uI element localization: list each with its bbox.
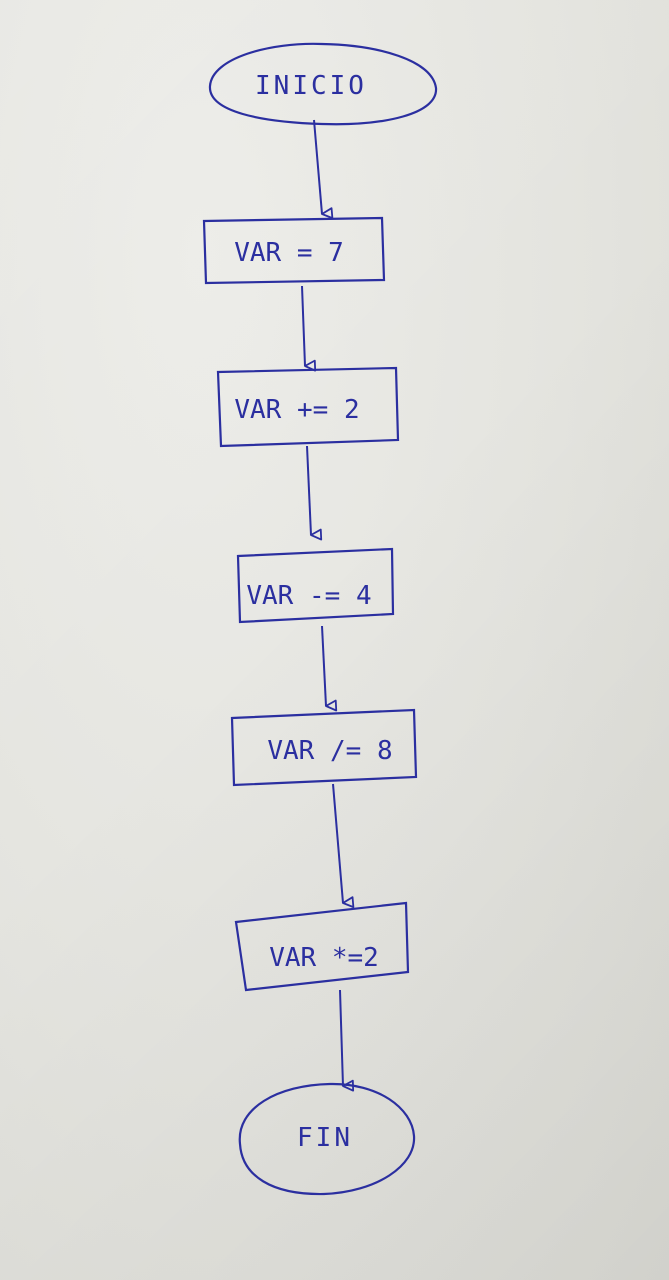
step4-label: VAR /= 8 xyxy=(267,736,392,766)
step5-label: VAR *=2 xyxy=(269,943,379,973)
edge-step4-step5 xyxy=(332,783,355,909)
start-ellipse-shape xyxy=(208,42,438,126)
edge-step5-end xyxy=(339,989,355,1092)
step2-box-shape xyxy=(216,366,400,448)
edge-step1-step2 xyxy=(301,285,317,372)
step2-label: VAR += 2 xyxy=(234,395,359,425)
step4-box-shape xyxy=(230,708,418,787)
step1-box-shape xyxy=(202,216,386,285)
node-step1: VAR = 7 xyxy=(202,216,386,285)
end-label: FIN xyxy=(297,1123,353,1153)
node-step3: VAR -= 4 xyxy=(236,547,395,624)
node-start: INICIO xyxy=(208,42,438,126)
node-step2: VAR += 2 xyxy=(216,366,400,448)
edge-step3-step4 xyxy=(321,625,338,712)
step5-box-shape xyxy=(234,901,410,992)
edge-start-step1 xyxy=(313,119,334,220)
step3-box-shape xyxy=(236,547,395,624)
start-label: INICIO xyxy=(255,71,367,101)
end-ellipse-shape xyxy=(238,1082,416,1196)
step1-label: VAR = 7 xyxy=(234,238,344,268)
edge-step2-step3 xyxy=(306,445,323,541)
node-step4: VAR /= 8 xyxy=(230,708,418,787)
step3-label: VAR -= 4 xyxy=(246,581,371,611)
node-end: FIN xyxy=(238,1082,416,1196)
node-step5: VAR *=2 xyxy=(234,901,410,992)
